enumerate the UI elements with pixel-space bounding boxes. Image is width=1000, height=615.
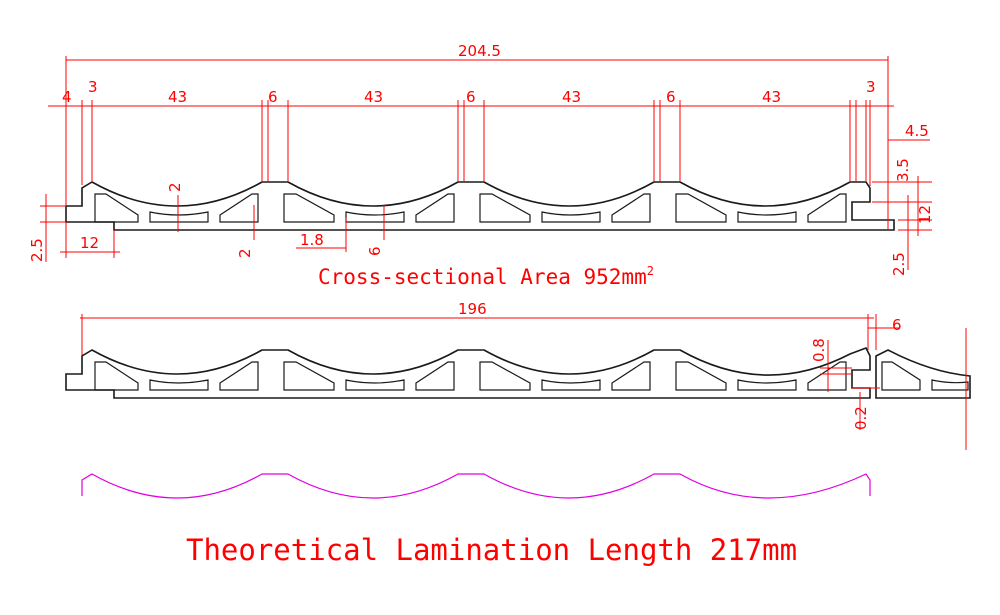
dim-arc-thickness: 2	[166, 182, 184, 192]
top-profile-dim-labels: 204.5 4 3 43 6 43 6 43 6 43 3 4.5 3.5 12…	[28, 42, 934, 276]
dim-rib-width: 1.8	[300, 231, 324, 249]
dim-web-thickness: 2	[236, 248, 254, 258]
top-profile-outline	[65, 181, 895, 231]
assembly-profile-outline	[65, 346, 871, 399]
dim-rib-3: 6	[666, 88, 676, 106]
lamination-caption: Theoretical Lamination Length 217mm	[186, 533, 797, 567]
dim-right-height: 3.5	[894, 158, 912, 182]
dim-rib-1: 6	[268, 88, 278, 106]
dim-arc-2: 43	[364, 88, 383, 106]
assembly-profile	[65, 346, 971, 399]
dim-left-edge: 4	[62, 88, 72, 106]
top-profile	[65, 181, 895, 231]
dim-right-edge: 4.5	[905, 122, 929, 140]
dim-arc-3: 43	[562, 88, 581, 106]
top-profile-cells	[94, 193, 847, 223]
dim-gap-bottom: 0.2	[852, 406, 870, 430]
dim-arc-4: 43	[762, 88, 781, 106]
dim-cell-height: 6	[366, 246, 384, 256]
dim-right-lower: 2.5	[890, 252, 908, 276]
dim-left-lower: 2.5	[28, 238, 46, 262]
top-profile-dimensions	[40, 56, 932, 270]
assembly-dimensions	[80, 314, 967, 450]
dim-right-thickness: 12	[916, 205, 934, 224]
dim-right-wall: 3	[866, 78, 876, 96]
dim-left-wall: 3	[88, 78, 98, 96]
assembly-profile-cells	[94, 361, 969, 391]
cross-section-caption-superscript: 2	[647, 264, 654, 278]
adjacent-profile-outline	[875, 349, 971, 399]
dim-rib-2: 6	[466, 88, 476, 106]
dim-tongue-length: 12	[80, 234, 99, 252]
dim-overlap: 6	[892, 316, 902, 334]
cross-section-caption-text: Cross-sectional Area 952mm	[318, 265, 647, 289]
dim-overall-width: 204.5	[458, 42, 501, 60]
dim-arc-1: 43	[168, 88, 187, 106]
dim-gap-top: 0.8	[810, 338, 828, 362]
cross-section-caption: Cross-sectional Area 952mm2	[318, 264, 654, 289]
dim-coverage-width: 196	[458, 300, 487, 318]
lamination-curve	[81, 473, 871, 499]
assembly-dim-labels: 196 6 0.8 0.2	[458, 300, 902, 430]
